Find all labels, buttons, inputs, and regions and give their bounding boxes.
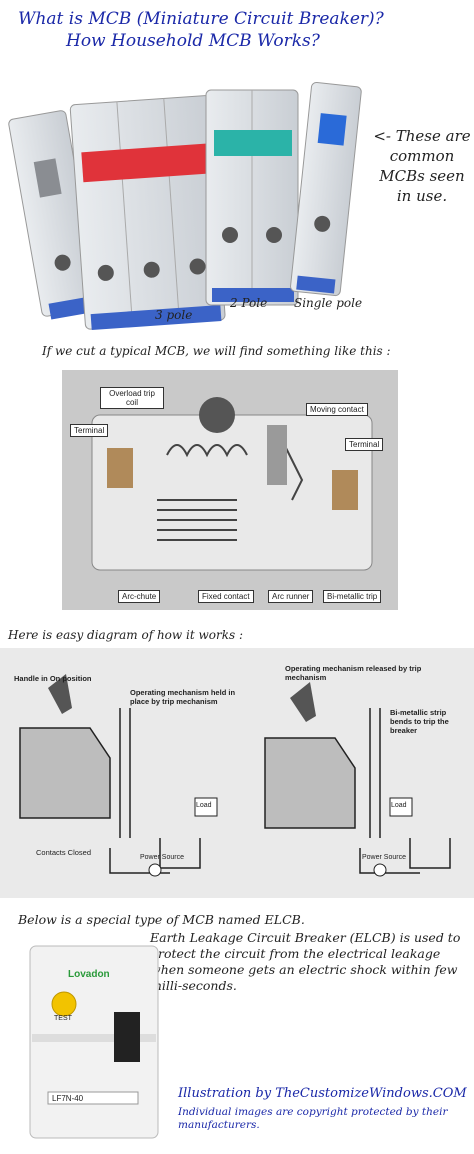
mcb-note: <- These are common MCBs seen in use. <box>373 127 471 205</box>
copyright-note: Individual images are copyright protecte… <box>178 1106 448 1131</box>
label-three-pole: 3 pole <box>155 308 193 322</box>
working-caption: Here is easy diagram of how it works : <box>8 628 243 642</box>
callout-bimetallic-trip: Bi-metallic trip <box>323 590 382 603</box>
title-line-2: How Household MCB Works? <box>66 31 320 51</box>
callout-fixed-contact: Fixed contact <box>198 590 254 603</box>
elcb-photo <box>29 945 159 1139</box>
cutaway-caption: If we cut a typical MCB, we will find so… <box>42 344 391 358</box>
elcb-brand: Lovadon <box>68 969 110 980</box>
elcb-test-label: TEST <box>54 1015 72 1022</box>
callout-terminal-right: Terminal <box>345 438 384 451</box>
callout-moving-contact: Moving contact <box>306 403 368 416</box>
working-diagram-drawing <box>19 674 451 877</box>
credit-line: Illustration by TheCustomizeWindows.COM <box>178 1086 467 1101</box>
callout-arc-runner: Arc runner <box>268 590 314 603</box>
callout-overload-trip-coil: Overload trip coil <box>100 387 164 409</box>
elcb-model: LF7N-40 <box>52 1094 84 1103</box>
label-single-pole: Single pole <box>294 296 363 310</box>
working-diagram: Handle in On position Operating mechanis… <box>0 648 474 898</box>
label-two-pole: 2 Pole <box>230 296 268 310</box>
diagram-left-mechanism: Operating mechanism held in place by tri… <box>130 688 236 706</box>
diagram-right-load: Load <box>391 802 407 809</box>
diagram-right-source: Power Source <box>362 854 406 861</box>
title-line-1: What is MCB (Miniature Circuit Breaker)? <box>18 9 384 29</box>
diagram-left-load: Load <box>196 802 212 809</box>
diagram-left-handle: Handle in On position <box>14 674 92 683</box>
callout-terminal-left: Terminal <box>70 424 109 437</box>
diagram-left-contacts: Contacts Closed <box>36 848 92 857</box>
mcb-photo <box>8 81 362 331</box>
callout-arc-chute: Arc-chute <box>118 590 161 603</box>
diagram-right-bimetal: Bi-metallic strip bends to trip the brea… <box>390 708 449 735</box>
diagram-left-source: Power Source <box>140 854 184 861</box>
mcb-single-grey <box>8 110 100 320</box>
mcb-three-pole-red <box>69 95 226 331</box>
elcb-description: Earth Leakage Circuit Breaker (ELCB) is … <box>150 930 461 993</box>
diagram-right-mechanism: Operating mechanism released by trip mec… <box>285 664 422 682</box>
mcb-single-blue <box>290 81 362 297</box>
mcb-two-pole-teal <box>205 89 299 306</box>
page-title: What is MCB (Miniature Circuit Breaker)?… <box>18 8 468 52</box>
elcb-heading: Below is a special type of MCB named ELC… <box>18 912 305 927</box>
